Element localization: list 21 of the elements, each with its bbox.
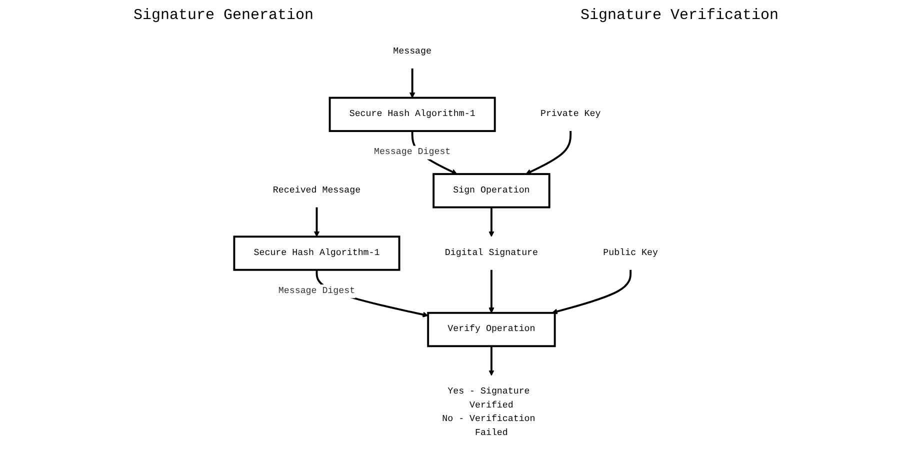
node-text: Digital Signature [445,248,538,258]
node-text: Public Key [603,248,658,258]
arrow [488,207,494,237]
node-box: Sign Operation [432,173,550,208]
arrow [526,131,572,174]
node-box: Secure Hash Algorithm-1 [328,96,496,132]
node-text: Message [393,46,432,57]
node-text: Yes - Signature Verified No - Verification Failed [442,386,536,438]
node-text: Private Key [540,108,601,120]
arrow [314,207,320,237]
node-text: Received Message [273,185,361,196]
node-box: Verify Operation [427,312,556,348]
arrow [410,68,416,98]
arrow [488,346,494,376]
arrow [488,270,494,314]
edge-label: Message Digest [278,286,356,296]
edge-label: Message Digest [374,147,451,158]
node-box: Secure Hash Algorithm-1 [233,236,400,271]
arrow [552,270,632,314]
column-heading: Signature Verification [580,6,778,24]
column-heading: Signature Generation [133,6,314,24]
